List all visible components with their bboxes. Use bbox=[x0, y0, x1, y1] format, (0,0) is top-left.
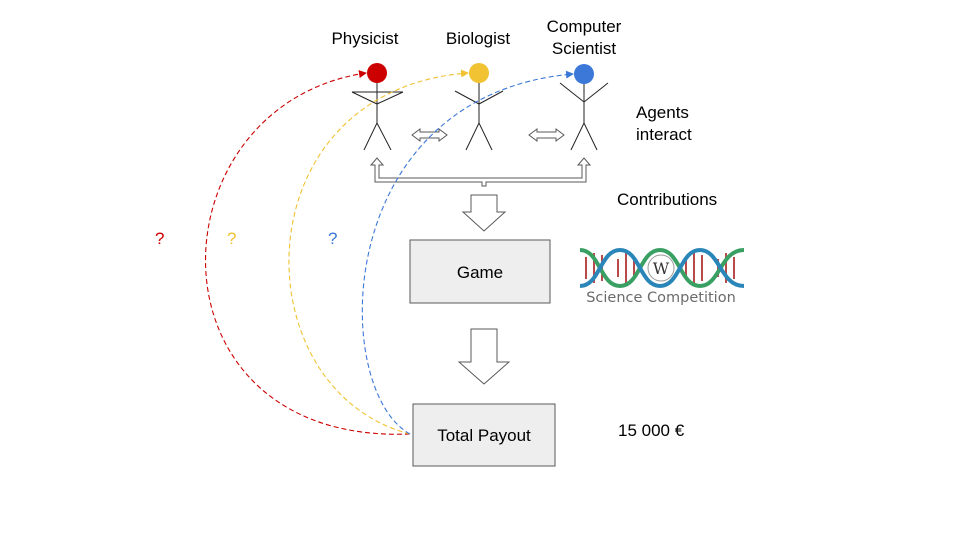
interact-double-arrow-left bbox=[411, 128, 448, 142]
agent-label-computer-scientist-line2: Scientist bbox=[552, 39, 617, 58]
annotation-agents-interact-line1: Agents bbox=[636, 103, 689, 122]
agent-head-biologist bbox=[469, 63, 489, 83]
payout-box bbox=[412, 403, 556, 467]
down-arrow-to-payout bbox=[457, 328, 511, 385]
annotation-agents-interact-line2: interact bbox=[636, 125, 692, 144]
payout-box-label: Total Payout bbox=[437, 426, 531, 445]
interact-double-arrow-right bbox=[528, 128, 565, 142]
contribution-bracket bbox=[369, 157, 592, 187]
stick-figure-physicist bbox=[351, 63, 404, 151]
question-mark-biologist: ? bbox=[227, 229, 236, 248]
down-arrow-to-game bbox=[461, 194, 507, 232]
agent-head-computer-scientist bbox=[574, 64, 594, 84]
annotation-contributions: Contributions bbox=[617, 190, 717, 209]
agent-label-physicist: Physicist bbox=[331, 29, 398, 48]
logo-text: Science Competition bbox=[586, 290, 736, 306]
stick-figure-biologist bbox=[454, 63, 504, 151]
annotation-payout-amount: 15 000 € bbox=[618, 421, 685, 440]
game-box bbox=[409, 239, 551, 304]
science-competition-logo: W Science Competition bbox=[579, 247, 745, 306]
payout-share-curve-physicist bbox=[204, 70, 411, 435]
question-mark-computer-scientist: ? bbox=[328, 229, 337, 248]
agent-label-biologist: Biologist bbox=[446, 29, 511, 48]
logo-wikipedia-letter: W bbox=[653, 259, 670, 278]
stick-figure-computer-scientist bbox=[559, 64, 609, 151]
payout-share-curve-biologist bbox=[288, 69, 469, 435]
question-mark-physicist: ? bbox=[155, 229, 164, 248]
payout-share-curve-computer-scientist bbox=[361, 70, 574, 435]
game-box-label: Game bbox=[457, 263, 503, 282]
agent-label-computer-scientist-line1: Computer bbox=[547, 17, 622, 36]
agent-head-physicist bbox=[367, 63, 387, 83]
